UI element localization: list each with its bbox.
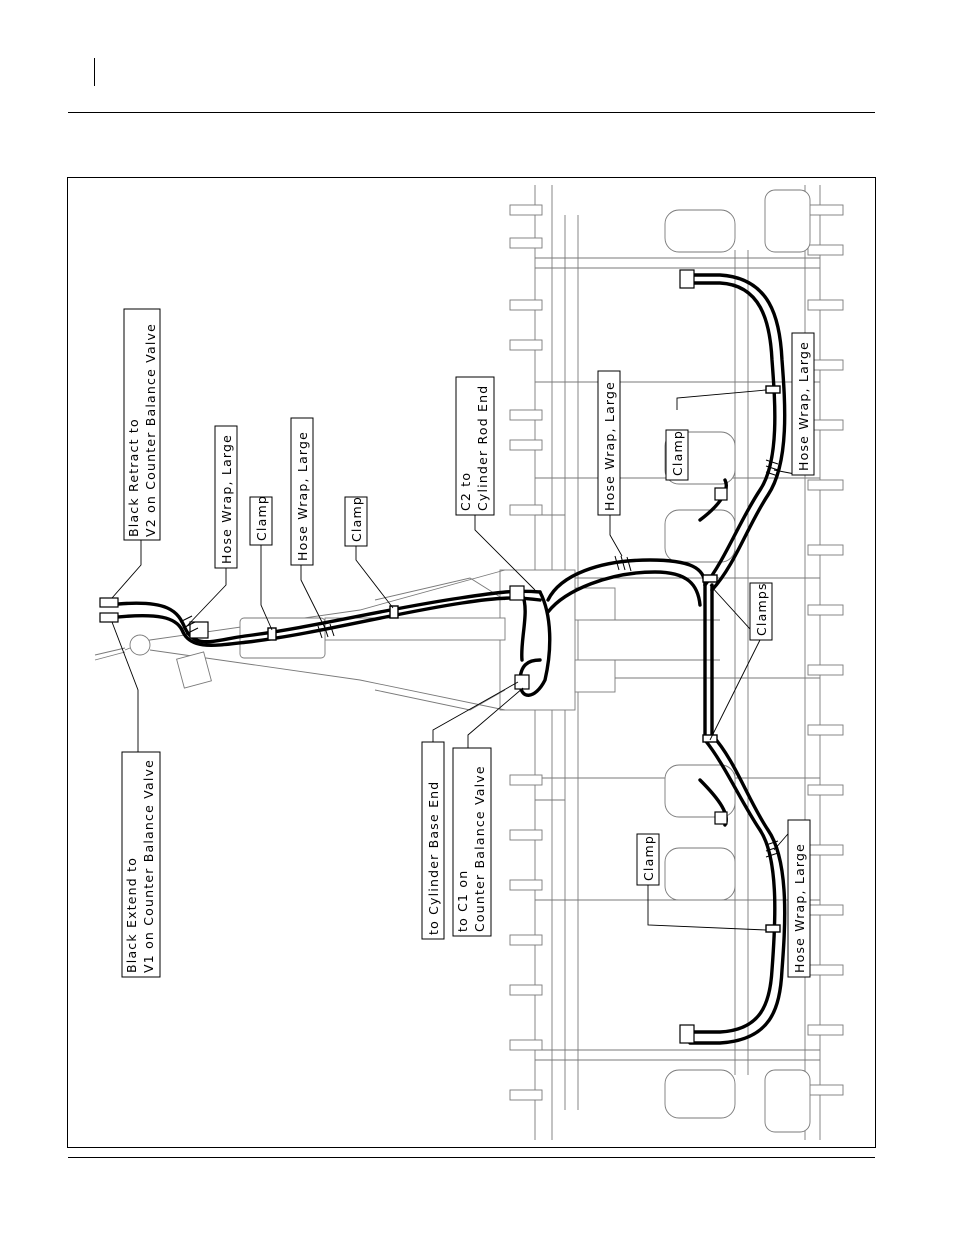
safety-chain: [95, 648, 125, 660]
label-hose-wrap-2: Hose Wrap, Large: [291, 418, 313, 565]
label-black-extend-line2: V1 on Counter Balance Valve: [141, 759, 156, 973]
label-clamp-2: Clamp: [345, 496, 367, 546]
label-hose-wrap-4-text: Hose Wrap, Large: [796, 341, 811, 471]
label-clamp-3: Clamp: [666, 430, 688, 480]
label-c2-line1: C2 to: [458, 472, 473, 511]
label-black-extend-line1: Black Extend to: [124, 857, 139, 973]
label-clamp-4-text: Clamp: [641, 835, 656, 881]
label-clamp-1-text: Clamp: [254, 495, 269, 541]
label-hose-wrap-1: Hose Wrap, Large: [215, 426, 237, 568]
label-black-extend: Black Extend to V1 on Counter Balance Va…: [122, 752, 160, 977]
label-clamp-3-text: Clamp: [670, 430, 685, 476]
wheel-top-left: [665, 210, 735, 252]
label-c1-line1: to C1 on: [455, 870, 470, 932]
label-black-retract-line1: Black Retract to: [126, 418, 141, 537]
label-c1: to C1 on Counter Balance Valve: [453, 748, 491, 936]
label-c2-line2: Cylinder Rod End: [475, 385, 490, 511]
wheel-lower-mid: [665, 848, 735, 900]
label-hose-wrap-3: Hose Wrap, Large: [598, 371, 620, 515]
label-hose-wrap-1-text: Hose Wrap, Large: [219, 434, 234, 564]
label-clamp-2-text: Clamp: [349, 496, 364, 542]
label-c1-line2: Counter Balance Valve: [472, 765, 487, 932]
label-black-retract: Black Retract to V2 on Counter Balance V…: [124, 309, 160, 540]
label-cylinder-base-text: to Cylinder Base End: [426, 781, 441, 935]
label-cylinder-base: to Cylinder Base End: [422, 742, 444, 939]
implement-frame: [95, 185, 843, 1140]
wheel-bottom-right: [765, 1070, 810, 1132]
label-hose-wrap-4: Hose Wrap, Large: [792, 333, 814, 475]
label-hose-wrap-3-text: Hose Wrap, Large: [602, 381, 617, 511]
label-hose-wrap-2-text: Hose Wrap, Large: [295, 431, 310, 561]
label-clamp-1: Clamp: [250, 495, 272, 545]
wheel-top-right: [765, 190, 810, 252]
label-clamps-text: Clamps: [754, 582, 769, 636]
label-clamp-4: Clamp: [637, 834, 659, 885]
label-hose-wrap-5: Hose Wrap, Large: [788, 820, 810, 977]
lift-cylinder: [325, 618, 505, 640]
wheel-bottom-left: [665, 1070, 735, 1118]
label-clamps: Clamps: [750, 582, 772, 640]
label-hose-wrap-5-text: Hose Wrap, Large: [792, 843, 807, 973]
hoses: [108, 275, 785, 1043]
label-black-retract-line2: V2 on Counter Balance Valve: [143, 323, 158, 537]
label-c2: C2 to Cylinder Rod End: [456, 377, 494, 515]
